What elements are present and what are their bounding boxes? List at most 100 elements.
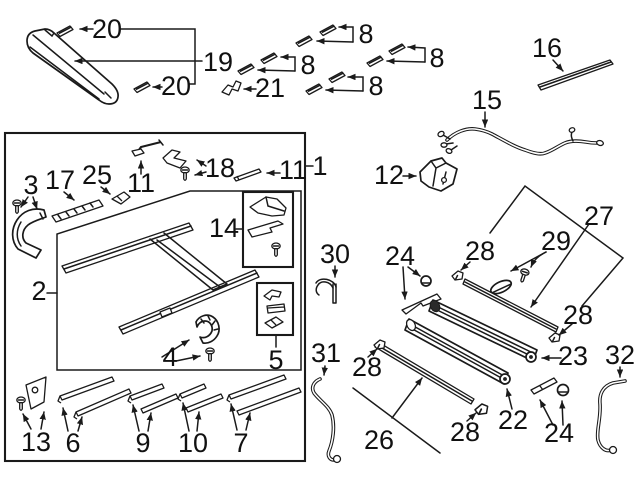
leader-28-top	[460, 261, 471, 271]
part-3-screw	[12, 199, 22, 215]
callout-8-b[interactable]: 8	[300, 50, 315, 80]
callout-16[interactable]: 16	[532, 33, 562, 63]
callout-20-top[interactable]: 20	[92, 14, 122, 44]
leader-7	[229, 403, 252, 431]
part-28-clip	[474, 403, 489, 416]
callout-3[interactable]: 3	[23, 170, 38, 200]
part-15-harness	[437, 127, 604, 156]
part-24-guide-bottom	[530, 377, 570, 397]
leader-9	[131, 404, 153, 432]
callout-28-right[interactable]: 28	[563, 300, 593, 330]
callout-9[interactable]: 9	[135, 428, 150, 458]
part-3-corner-molding	[11, 208, 47, 259]
callout-2[interactable]: 2	[31, 276, 46, 306]
part-22-roller	[404, 318, 511, 385]
callout-10[interactable]: 10	[178, 428, 208, 458]
callout-14[interactable]: 14	[209, 213, 239, 243]
callout-12[interactable]: 12	[374, 160, 404, 190]
part-31-cable	[310, 377, 342, 464]
callout-11-left[interactable]: 11	[127, 168, 155, 198]
callout-31[interactable]: 31	[311, 338, 341, 368]
part-28-clip	[451, 270, 464, 281]
part-17-strip	[51, 199, 104, 223]
callout-24-top[interactable]: 24	[385, 241, 415, 271]
callout-7[interactable]: 7	[233, 428, 248, 458]
leader-25	[100, 186, 111, 195]
leader-29	[510, 251, 547, 272]
callout-30[interactable]: 30	[320, 239, 350, 269]
leader-19-20	[74, 25, 203, 91]
callout-18[interactable]: 18	[205, 153, 235, 183]
part-7-rails	[226, 374, 302, 416]
callout-28-bottom[interactable]: 28	[450, 417, 480, 447]
callout-28-left[interactable]: 28	[352, 352, 382, 382]
part-8-clip	[237, 63, 255, 76]
callout-11-right[interactable]: 11	[279, 155, 307, 185]
leader-24-bottom	[539, 399, 566, 426]
part-1-box	[3, 131, 307, 463]
callout-13[interactable]: 13	[21, 427, 51, 457]
part-13-bolt	[16, 396, 26, 412]
callout-4[interactable]: 4	[162, 342, 177, 372]
part-29-cap	[489, 279, 513, 295]
callout-22[interactable]: 22	[498, 405, 528, 435]
part-13-plate	[25, 376, 47, 410]
part-25-clip	[111, 191, 131, 205]
callout-24-bottom[interactable]: 24	[544, 418, 574, 448]
callout-17[interactable]: 17	[45, 165, 75, 195]
part-6-rails	[57, 376, 132, 420]
leader-8-b	[257, 53, 296, 74]
callout-23[interactable]: 23	[558, 341, 588, 371]
callout-8-a[interactable]: 8	[358, 19, 373, 49]
leader-8-d	[325, 73, 364, 94]
callout-29[interactable]: 29	[541, 226, 571, 256]
part-8-clip	[366, 55, 384, 68]
callout-15[interactable]: 15	[472, 85, 502, 115]
part-8-clip	[260, 52, 278, 65]
leader-27	[489, 184, 625, 308]
leader-31	[321, 365, 329, 376]
part-27-deflector	[462, 278, 559, 333]
part-8-clip	[328, 71, 346, 84]
callout-32[interactable]: 32	[605, 340, 635, 370]
leader-24-top	[401, 266, 421, 300]
part-14-bolt	[271, 242, 281, 258]
leader-6	[61, 407, 84, 432]
part-21-clip	[221, 80, 242, 96]
part-4-bracket	[195, 314, 220, 345]
leader-28-bottom	[466, 412, 477, 422]
callout-26[interactable]: 26	[364, 425, 394, 455]
callout-5[interactable]: 5	[268, 345, 283, 375]
part-2-inner-box	[56, 190, 302, 371]
part-4-bolt	[205, 347, 215, 363]
part-20-clip-bottom	[133, 81, 151, 94]
part-11-strip	[233, 168, 262, 182]
callout-6[interactable]: 6	[65, 428, 80, 458]
callout-8-c[interactable]: 8	[429, 43, 444, 73]
part-8-clip	[319, 24, 337, 37]
leader-22	[505, 388, 513, 410]
part-19-molding	[26, 28, 119, 105]
part-16-molding	[537, 59, 614, 91]
callout-20-bottom[interactable]: 20	[161, 71, 191, 101]
part-20-clip-top	[56, 25, 74, 38]
callout-25[interactable]: 25	[82, 160, 112, 190]
part-14-contents	[247, 196, 287, 238]
leader-28-left	[367, 348, 378, 358]
callout-19[interactable]: 19	[203, 47, 233, 77]
leader-8-c	[386, 44, 426, 65]
callout-28-top[interactable]: 28	[465, 236, 495, 266]
part-8-clip	[305, 83, 323, 96]
leader-8-a	[316, 23, 354, 45]
part-8-clip	[388, 43, 406, 56]
callout-21[interactable]: 21	[255, 73, 285, 103]
callout-1[interactable]: 1	[312, 151, 327, 181]
leader-13	[22, 411, 46, 430]
part-18-screw	[180, 166, 190, 182]
callout-8-d[interactable]: 8	[368, 71, 383, 101]
part-9-rails	[127, 383, 179, 414]
part-5-box	[255, 281, 295, 337]
callout-27[interactable]: 27	[584, 201, 614, 231]
leader-26	[352, 377, 441, 454]
